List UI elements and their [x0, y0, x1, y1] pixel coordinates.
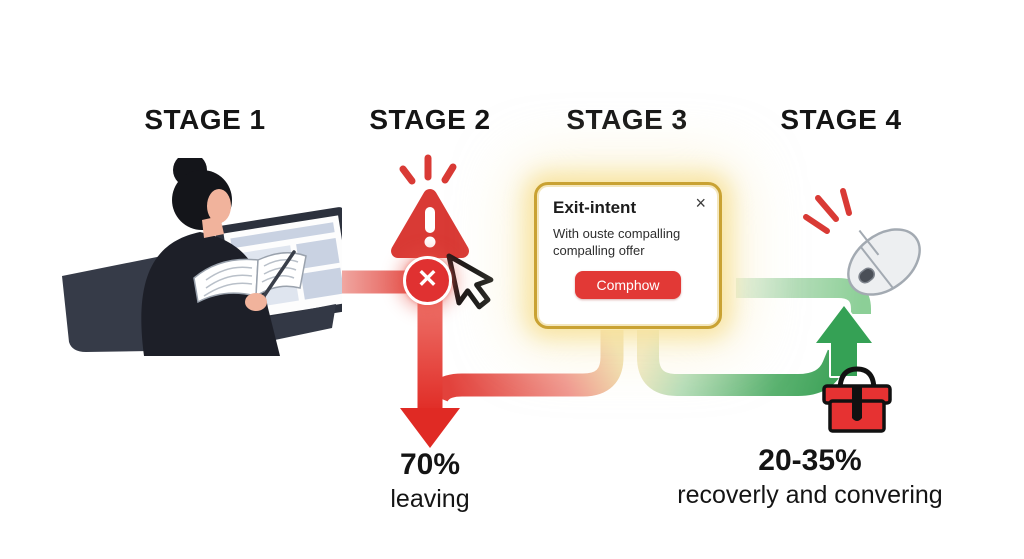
stage-3-label: STAGE 3 — [566, 104, 688, 135]
recovery-stat: 20-35% recoverly and convering — [650, 444, 970, 510]
popup-title: Exit-intent — [553, 198, 637, 217]
recovery-value: 20-35% — [758, 444, 862, 477]
popup-body-line2: compalling offer — [553, 242, 645, 258]
leaving-label: leaving — [390, 485, 470, 513]
popup-body-line1: With ouste compalling — [553, 226, 681, 241]
green-recovery-line — [637, 330, 849, 396]
stage-4-label: STAGE 4 — [780, 104, 902, 135]
gift-box-icon — [822, 366, 892, 433]
exit-intent-popup: × Exit-intent With ouste compalling comp… — [534, 182, 722, 329]
popup-cta-button[interactable]: Comphow — [575, 270, 681, 299]
stage-1-label: STAGE 1 — [144, 104, 266, 135]
stage-2-label: STAGE 2 — [369, 104, 491, 135]
person-at-laptop-illustration — [62, 158, 342, 356]
green-loop-line — [736, 278, 871, 314]
close-icon[interactable]: × — [695, 193, 706, 213]
x-glyph: ✕ — [417, 265, 438, 293]
mouse-click-icon — [803, 188, 921, 296]
leaving-value: 70% — [399, 448, 461, 481]
leaving-stat: 70% leaving — [345, 448, 515, 514]
cursor-icon — [446, 253, 494, 310]
warning-triangle-icon — [391, 154, 469, 258]
recovery-label: recoverly and convering — [677, 481, 943, 509]
red-branch-line — [426, 330, 624, 403]
blocked-x-badge: ✕ — [403, 256, 452, 305]
popup-body: With ouste compalling compalling offer — [553, 226, 703, 260]
red-down-arrowhead-icon — [400, 408, 460, 448]
